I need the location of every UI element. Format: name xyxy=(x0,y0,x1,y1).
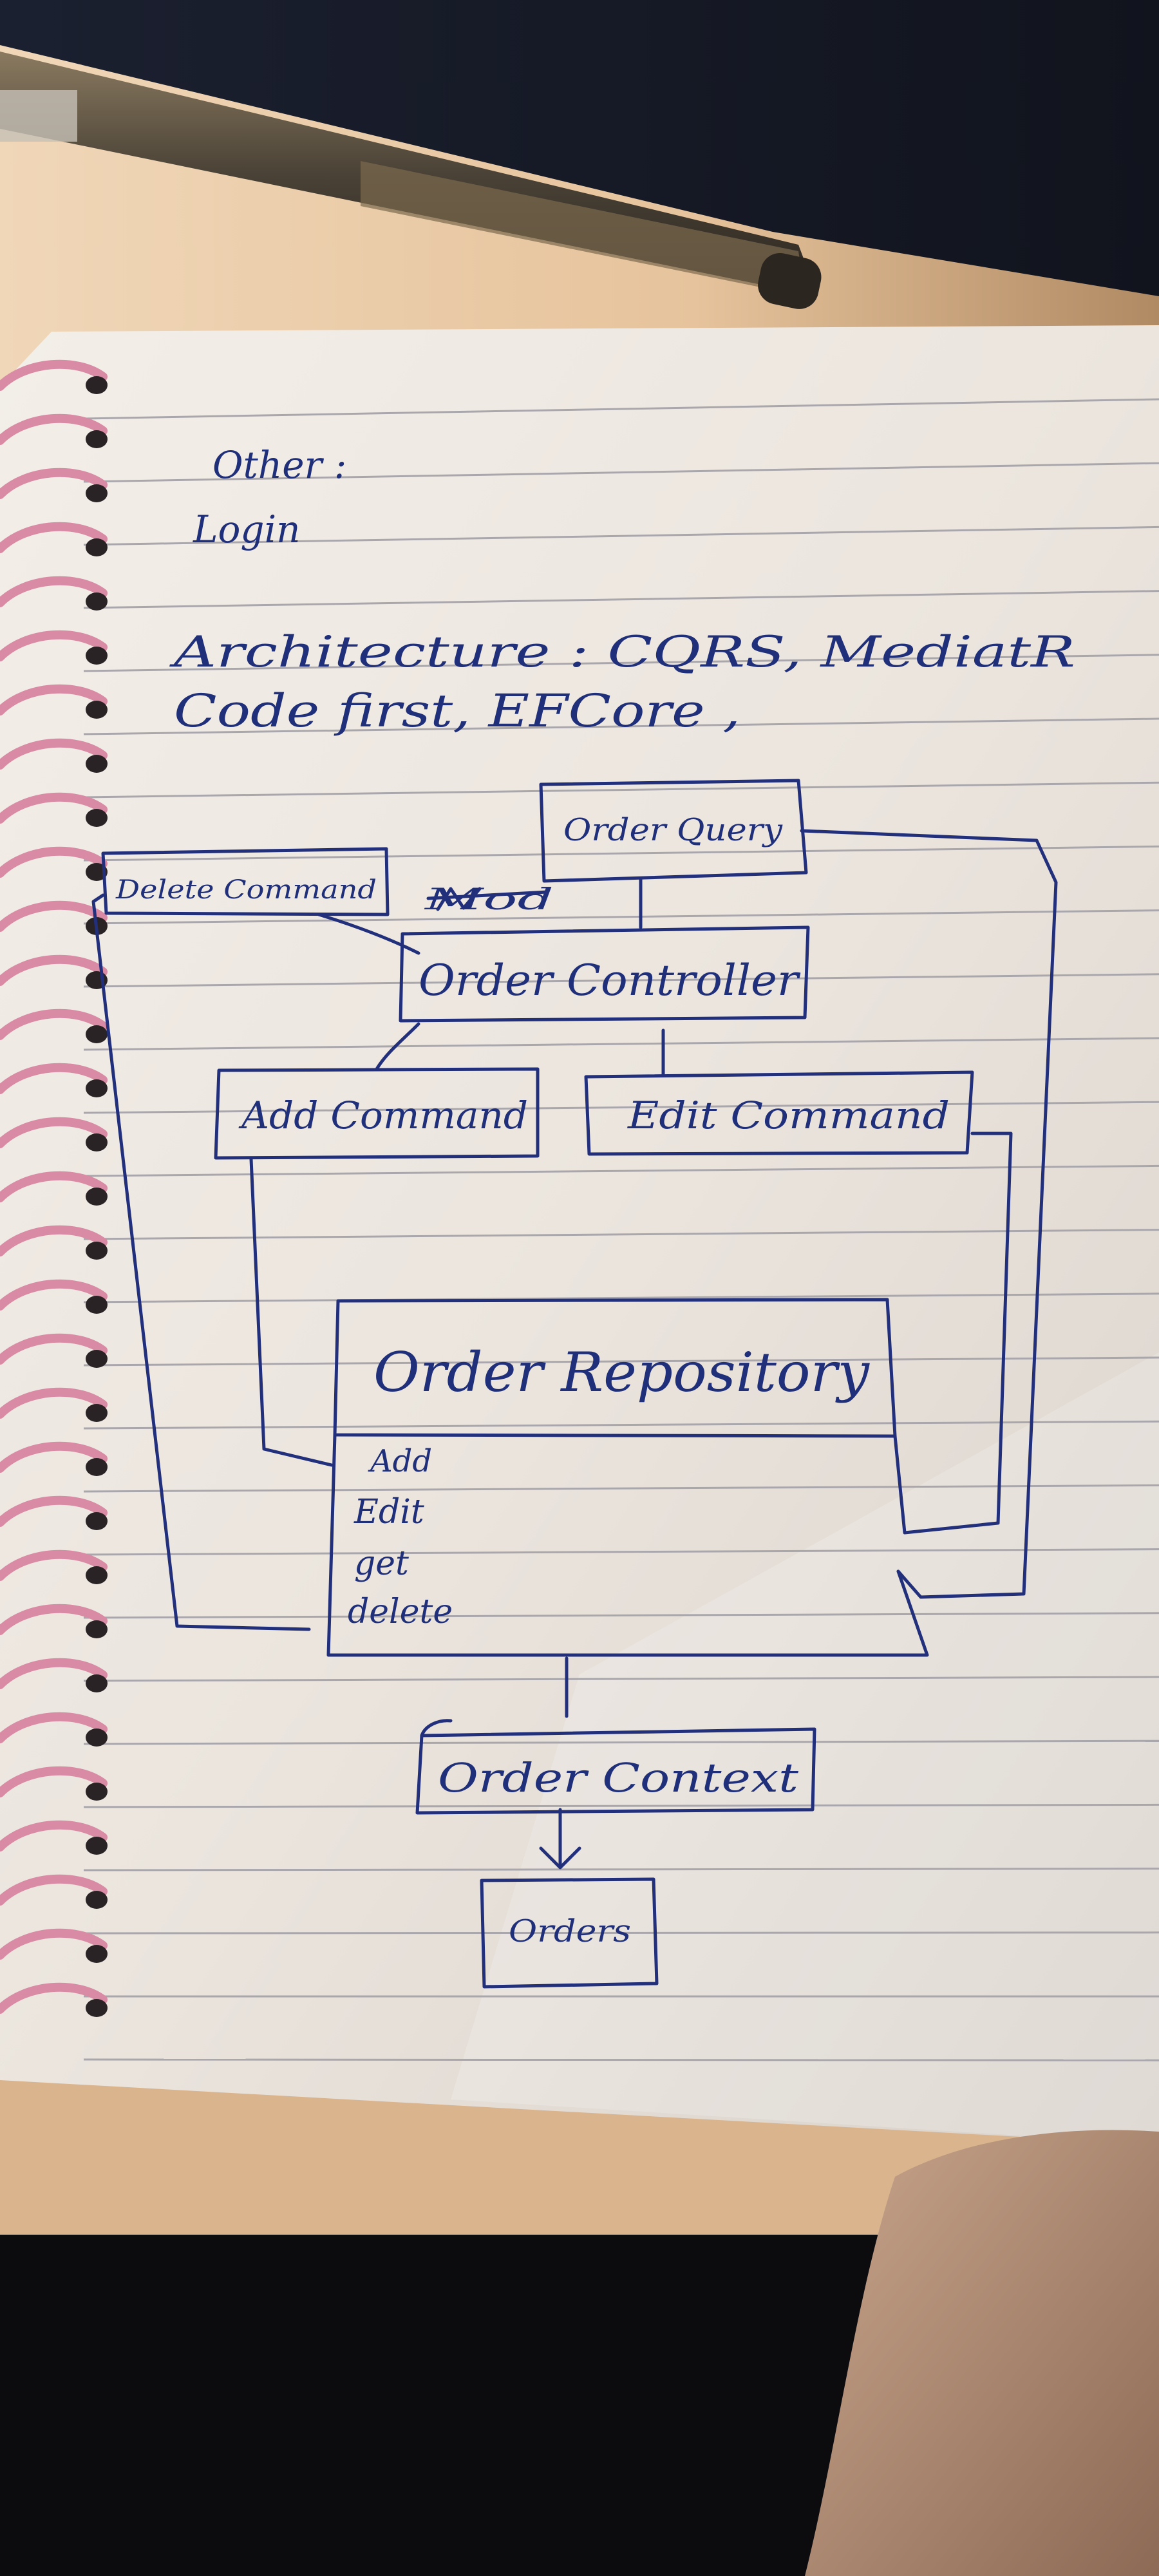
ruled-lines xyxy=(83,398,1159,2061)
spiral-binding-rings-icon xyxy=(0,359,108,2017)
ruled-line xyxy=(83,845,1159,862)
spiral-ring xyxy=(0,684,108,719)
order-repository-label: Order Repository xyxy=(373,1341,871,1404)
note-architecture: Architecture : CQRS, MediatR xyxy=(169,627,1075,677)
ruled-line xyxy=(83,1037,1159,1051)
order-query-box: Order Query xyxy=(539,779,808,883)
ruled-line xyxy=(83,717,1159,735)
spiral-ring xyxy=(0,738,108,773)
spiral-ring xyxy=(0,1225,108,1260)
spiral-ring xyxy=(0,359,108,394)
ruled-line xyxy=(83,1293,1159,1303)
ruled-line xyxy=(83,781,1159,799)
ruled-line xyxy=(83,1101,1159,1114)
order-controller-box: Order Controller xyxy=(399,925,810,1023)
dark-top-area xyxy=(0,0,1159,296)
order-query-label: Order Query xyxy=(563,812,783,848)
edit-command-label: Edit Command xyxy=(627,1094,950,1137)
delete-command-label: Delete Command xyxy=(115,875,377,905)
orders-label: Orders xyxy=(509,1913,631,1949)
ruled-line xyxy=(83,909,1159,925)
spiral-ring xyxy=(0,1009,108,1043)
repo-method-get: get xyxy=(354,1544,409,1583)
spiral-ring xyxy=(0,1495,108,1530)
pen-icon xyxy=(0,52,822,309)
spiral-ring xyxy=(0,792,108,827)
spiral-ring xyxy=(0,1171,108,1206)
spiral-ring xyxy=(0,1549,108,1584)
spiral-ring xyxy=(0,468,108,502)
ruled-line xyxy=(83,398,1159,420)
spiral-ring xyxy=(0,630,108,665)
order-context-label: Order Context xyxy=(438,1754,798,1801)
spiral-ring xyxy=(0,1279,108,1314)
ruled-line xyxy=(83,526,1159,546)
connector-lines xyxy=(91,829,1058,1870)
ruled-line xyxy=(83,1356,1159,1367)
ruled-line xyxy=(83,462,1159,483)
spiral-ring xyxy=(0,1712,108,1747)
spiral-ring xyxy=(0,846,108,881)
ruled-line xyxy=(83,1229,1159,1240)
order-context-box: Order Context xyxy=(415,1719,816,1815)
spiral-ring xyxy=(0,1333,108,1368)
spiral-ring xyxy=(0,413,108,448)
ruled-line xyxy=(83,1676,1159,1682)
orders-box: Orders xyxy=(480,1877,659,1989)
spiral-ring xyxy=(0,1063,108,1097)
ruled-line xyxy=(83,1803,1159,1808)
spiral-ring xyxy=(0,576,108,611)
note-other: Other : xyxy=(212,443,346,487)
add-command-label: Add Command xyxy=(238,1094,528,1137)
order-repository-box: Order Repository Add Edit get delete xyxy=(326,1298,929,1657)
spiral-ring xyxy=(0,1766,108,1801)
spiral-ring xyxy=(0,1117,108,1151)
repo-method-edit: Edit xyxy=(353,1493,424,1531)
spiral-ring xyxy=(0,522,108,556)
edit-command-box: Edit Command xyxy=(584,1070,974,1156)
ruled-line xyxy=(83,590,1159,609)
ruled-line xyxy=(83,1868,1159,1871)
spiral-ring xyxy=(0,1658,108,1692)
spiral-ring xyxy=(0,1820,108,1855)
ruled-line xyxy=(83,1739,1159,1745)
spiral-ring xyxy=(0,1387,108,1422)
ruled-line xyxy=(83,973,1159,988)
spiral-ring xyxy=(0,1928,108,1963)
repo-method-add: Add xyxy=(368,1443,432,1479)
ruled-line xyxy=(83,1164,1159,1177)
delete-command-box: Delete Command xyxy=(101,847,390,916)
ruled-line xyxy=(83,1484,1159,1493)
scribble-mark: Mod xyxy=(424,882,554,916)
spiral-ring xyxy=(0,1604,108,1638)
note-code-first: Code first, EFCore , xyxy=(174,685,740,737)
ruled-line xyxy=(83,1612,1159,1619)
hand-icon xyxy=(805,2130,1159,2576)
order-controller-label: Order Controller xyxy=(419,956,801,1005)
ruled-line xyxy=(83,1548,1159,1556)
note-login: Login xyxy=(193,507,300,551)
add-command-box: Add Command xyxy=(214,1067,540,1160)
spiral-ring xyxy=(0,1982,108,2017)
spiral-ring xyxy=(0,1441,108,1476)
spiral-ring xyxy=(0,1874,108,1909)
ruled-line xyxy=(83,654,1159,672)
repo-method-delete: delete xyxy=(348,1593,453,1631)
